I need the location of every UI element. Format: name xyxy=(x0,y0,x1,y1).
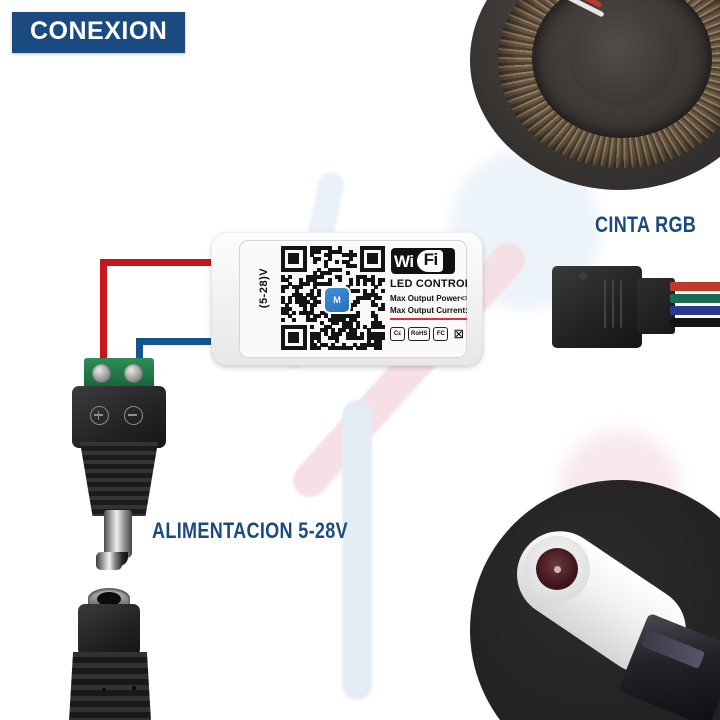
wifi-logo-fi-box: Fi xyxy=(416,250,443,272)
rgb-connector-neck xyxy=(637,278,675,334)
barrel-connector-center-pin xyxy=(554,566,561,573)
page-title: CONEXION xyxy=(30,17,168,45)
jack-vent-hole xyxy=(132,686,136,690)
weee-bin-mark-icon: ☒ xyxy=(453,328,464,341)
ce-mark-icon: Cε xyxy=(390,327,405,341)
terminal-screw-negative xyxy=(124,364,143,383)
rgb-connector-rib xyxy=(612,280,614,328)
jack-center-pin xyxy=(96,552,122,570)
jack-neck xyxy=(78,604,140,656)
negative-wire-horizontal xyxy=(136,338,258,345)
page-title-banner: CONEXION xyxy=(12,12,186,53)
wifi-logo-fi: Fi xyxy=(423,250,439,269)
certification-marks: Cε RoHS FC ☒ xyxy=(390,324,467,344)
reel-hub xyxy=(568,6,678,106)
rohs-mark-icon: RoHS xyxy=(408,327,431,341)
dc-plug-grip xyxy=(80,442,158,516)
controller-spec-power: Max Output Power<=100W xyxy=(390,294,467,303)
jack-hole xyxy=(97,592,121,606)
dc-plug-barrel xyxy=(104,510,132,558)
dc-female-jack xyxy=(40,552,180,720)
terminal-screw-positive xyxy=(92,364,111,383)
dc-plug-body xyxy=(72,386,166,448)
dc-power-plug xyxy=(52,358,192,573)
positive-wire-vertical xyxy=(100,259,107,369)
rgb-connector-body xyxy=(552,266,642,348)
background-watermark-bar-2 xyxy=(342,400,372,700)
positive-wire-horizontal xyxy=(100,259,258,266)
controller-label-face: (5-28)V M Wi Fi LED CONTROLLER Max Outpu… xyxy=(239,240,467,358)
controller-product-name: LED CONTROLLER xyxy=(390,278,467,290)
wifi-logo: Wi Fi xyxy=(391,248,455,274)
magic-home-app-logo-icon: M xyxy=(325,288,349,312)
polarity-minus-icon xyxy=(124,406,143,425)
rgb-connector xyxy=(552,260,720,360)
jack-vent-hole xyxy=(102,688,106,692)
wifi-led-controller: (5-28)V M Wi Fi LED CONTROLLER Max Outpu… xyxy=(211,232,483,366)
polarity-plus-icon xyxy=(90,406,109,425)
negative-wire-vertical xyxy=(136,338,143,372)
led-strip-reel-photo xyxy=(470,0,720,210)
jack-grip xyxy=(68,652,152,720)
rgb-wire-green xyxy=(670,294,720,303)
controller-red-divider xyxy=(390,318,467,320)
qr-logo-letter: M xyxy=(333,294,341,305)
rgb-connector-notch-icon xyxy=(578,272,588,280)
rgb-connector-rib xyxy=(620,280,622,328)
label-alimentacion: ALIMENTACION 5-28V xyxy=(152,518,349,543)
connector-detail-photo xyxy=(470,480,720,720)
rgb-wire-black xyxy=(670,318,720,327)
fcc-mark-icon: FC xyxy=(433,327,449,341)
rgb-wire-red xyxy=(670,282,720,291)
rgb-connector-rib xyxy=(604,280,606,328)
label-cinta-rgb: CINTA RGB xyxy=(595,212,697,237)
rgb-wire-blue xyxy=(670,306,720,315)
wifi-logo-wi: Wi xyxy=(394,251,414,271)
controller-voltage-marking: (5-28)V xyxy=(258,267,270,309)
reel-spool xyxy=(470,0,720,190)
controller-spec-current: Max Output Current:4A/CH xyxy=(390,306,467,315)
